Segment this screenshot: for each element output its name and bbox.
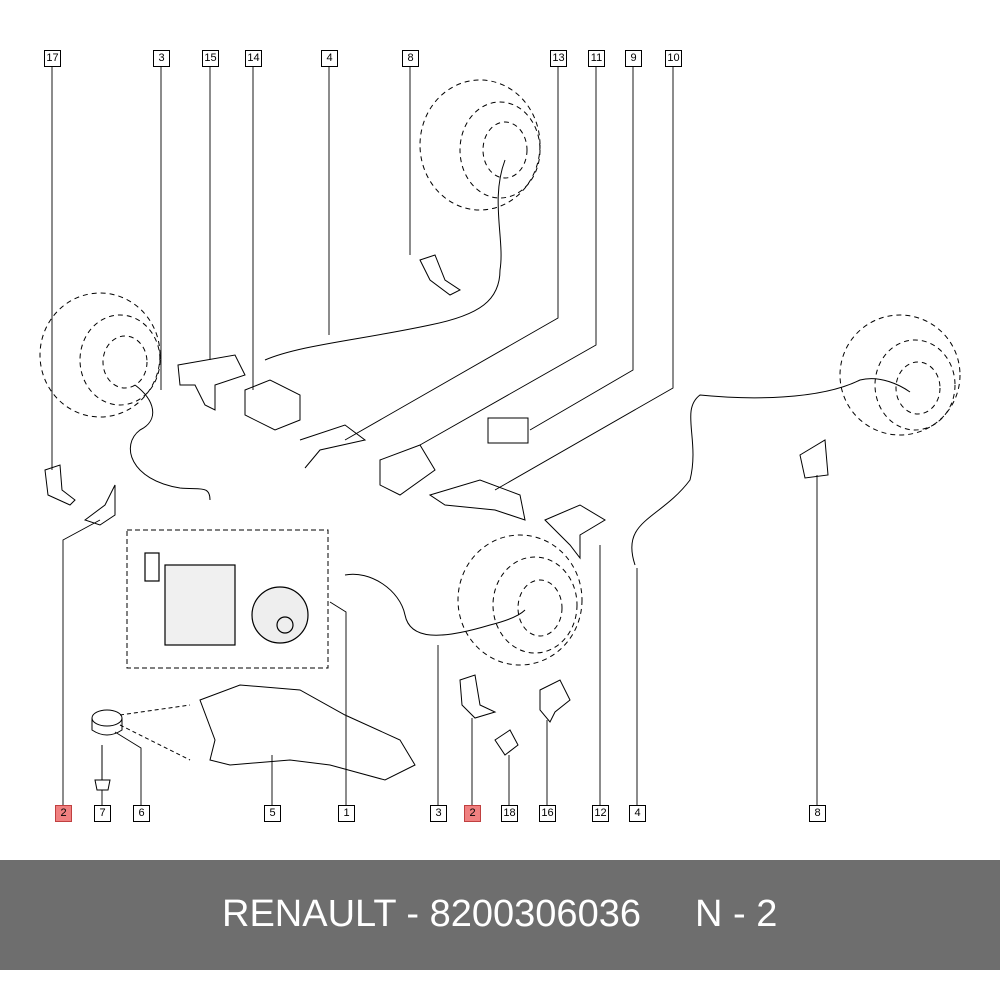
callout-4-bottom[interactable]: 4 xyxy=(629,805,646,822)
sensor-9 xyxy=(487,417,529,444)
sensor-cable-front xyxy=(344,573,526,636)
callout-5[interactable]: 5 xyxy=(264,805,281,822)
footer-banner: RENAULT - 8200306036 N - 2 xyxy=(0,860,1000,970)
wheel-right xyxy=(839,314,961,436)
callout-6[interactable]: 6 xyxy=(133,805,150,822)
callout-9[interactable]: 9 xyxy=(625,50,642,67)
callout-1[interactable]: 1 xyxy=(338,805,355,822)
sensor-cable-4 xyxy=(264,159,506,361)
wheel-rear-top xyxy=(419,79,541,211)
callout-10[interactable]: 10 xyxy=(665,50,682,67)
callout-2-highlighted[interactable]: 2 xyxy=(55,805,72,822)
part-number: RENAULT - 8200306036 xyxy=(222,893,641,935)
sensor-cable-3 xyxy=(130,384,211,501)
callout-2-highlighted-bottom[interactable]: 2 xyxy=(464,805,481,822)
callout-8[interactable]: 8 xyxy=(402,50,419,67)
clip-18 xyxy=(494,729,519,756)
abs-unit-box xyxy=(126,529,329,669)
callout-14[interactable]: 14 xyxy=(245,50,262,67)
bracket-12 xyxy=(544,504,606,560)
callout-8-bottom[interactable]: 8 xyxy=(809,805,826,822)
bracket-10 xyxy=(428,479,526,521)
bracket-17 xyxy=(44,464,76,506)
callout-7[interactable]: 7 xyxy=(94,805,111,822)
washer-6 xyxy=(91,709,123,727)
sensor-cable-right xyxy=(631,378,911,566)
clip-16 xyxy=(539,679,571,723)
callout-16[interactable]: 16 xyxy=(539,805,556,822)
callout-15[interactable]: 15 xyxy=(202,50,219,67)
parts-diagram xyxy=(39,66,961,805)
bracket-8-top xyxy=(419,254,461,296)
callout-18[interactable]: 18 xyxy=(501,805,518,822)
bracket-8-right xyxy=(799,439,829,479)
callout-3-bottom[interactable]: 3 xyxy=(430,805,447,822)
bracket-2-bottom xyxy=(459,674,497,719)
bracket-11 xyxy=(379,444,436,496)
bracket-2-left xyxy=(83,484,116,526)
mounting-plate-5 xyxy=(199,684,416,781)
leader-lines xyxy=(51,66,818,805)
bolt-7 xyxy=(94,745,111,791)
bracket-13 xyxy=(299,424,367,469)
wheel-left xyxy=(39,292,161,418)
callout-3[interactable]: 3 xyxy=(153,50,170,67)
quantity: N - 2 xyxy=(695,893,778,935)
wheel-front xyxy=(457,534,583,666)
callout-13[interactable]: 13 xyxy=(550,50,567,67)
bracket-14 xyxy=(244,379,301,431)
callout-4[interactable]: 4 xyxy=(321,50,338,67)
bracket-15 xyxy=(177,354,246,411)
callout-17[interactable]: 17 xyxy=(44,50,61,67)
callout-11[interactable]: 11 xyxy=(588,50,605,67)
abs-unit xyxy=(144,552,309,646)
callout-12[interactable]: 12 xyxy=(592,805,609,822)
